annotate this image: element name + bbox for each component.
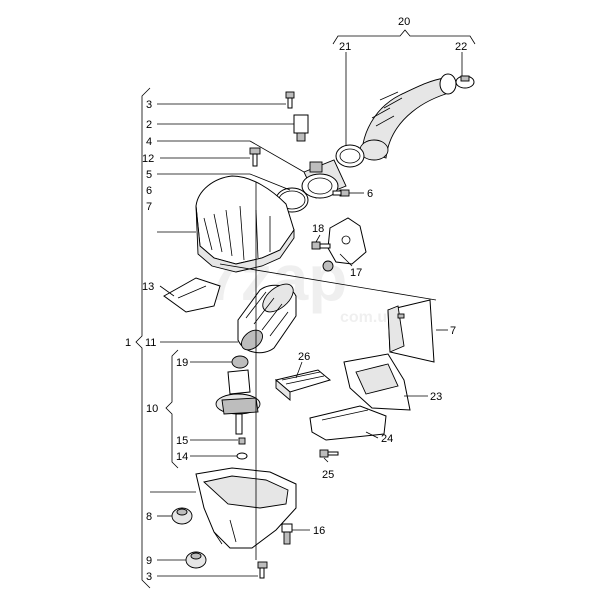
- lower-housing: [195, 467, 297, 549]
- bolt-3-bottom: [257, 561, 268, 579]
- label-6-left: 6: [146, 185, 152, 197]
- label-23: 23: [430, 391, 442, 403]
- label-15: 15: [176, 435, 188, 447]
- label-19: 19: [176, 357, 188, 369]
- label-11: 11: [145, 337, 156, 349]
- leader-lines: [150, 52, 463, 577]
- label-6-right: 6: [367, 188, 373, 200]
- label-17: 17: [350, 267, 362, 279]
- label-7-left: 7: [146, 201, 152, 213]
- hose-clamp-22: [455, 75, 475, 89]
- stud-16: [281, 523, 293, 545]
- housing-23: [343, 353, 411, 411]
- bracket-10: [165, 349, 179, 469]
- bracket-13: [163, 277, 221, 313]
- label-5: 5: [146, 169, 152, 181]
- filter-element-11: [237, 283, 297, 354]
- label-2: 2: [146, 119, 152, 131]
- rubber-mount-9: [185, 551, 207, 569]
- label-14: 14: [176, 451, 188, 463]
- screw-25: [319, 449, 339, 458]
- label-24: 24: [381, 433, 393, 445]
- watermark-sub: com.ua: [340, 309, 396, 326]
- bracket-17: [322, 217, 367, 272]
- valve-assembly-10: [215, 369, 261, 435]
- label-4: 4: [146, 136, 152, 148]
- cover-26: [274, 369, 332, 401]
- bracket-1: [135, 87, 151, 589]
- label-1: 1: [125, 337, 131, 349]
- nut-14: [236, 452, 248, 460]
- bolt-12: [249, 147, 261, 167]
- seal-19: [231, 355, 249, 369]
- label-10: 10: [146, 403, 158, 415]
- screw-6: [332, 189, 350, 197]
- bracket-20: [332, 29, 476, 45]
- air-duct-7: [387, 299, 435, 363]
- label-3-top: 3: [146, 99, 152, 111]
- label-21: 21: [339, 41, 351, 53]
- label-25: 25: [322, 469, 334, 481]
- label-22: 22: [455, 41, 467, 53]
- label-20: 20: [398, 16, 410, 28]
- label-26: 26: [298, 351, 310, 363]
- intake-hose: [359, 73, 457, 161]
- label-3-bottom: 3: [146, 571, 152, 583]
- upper-housing: [195, 175, 295, 273]
- hose-clamp-21: [335, 144, 365, 168]
- rubber-mount-8: [171, 507, 193, 525]
- label-18: 18: [312, 223, 324, 235]
- sensor-2: [293, 114, 309, 142]
- bracket-24: [309, 405, 387, 441]
- air-mass-meter: [301, 159, 347, 199]
- washer-15: [238, 437, 246, 445]
- label-7-right: 7: [450, 325, 456, 337]
- bolt-3-top: [285, 91, 295, 109]
- label-16: 16: [313, 525, 325, 537]
- label-8: 8: [146, 511, 152, 523]
- label-12: 12: [142, 153, 154, 165]
- label-13: 13: [142, 281, 154, 293]
- label-9: 9: [146, 555, 152, 567]
